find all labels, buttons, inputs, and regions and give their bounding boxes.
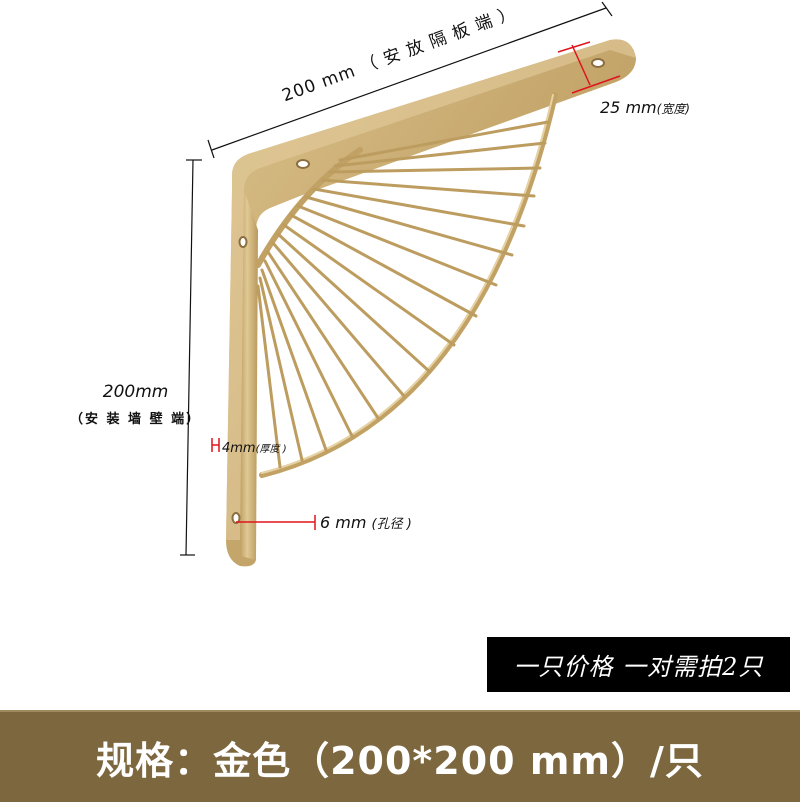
hole-value: 6 mm	[320, 513, 367, 532]
height-value: 200mm	[102, 382, 169, 402]
price-note: 一只价格 一对需拍2只	[513, 653, 764, 681]
hole-note: (孔径 )	[371, 517, 412, 532]
spec-bar: 规格：金色（200*200 mm）/只	[0, 710, 800, 802]
thickness-value: 4mm	[222, 441, 256, 456]
measurement-markers	[211, 41, 621, 530]
height-note: （安 装 墙 壁 端）	[70, 412, 202, 427]
thickness-label: 4mm(厚度 )	[222, 440, 287, 456]
price-note-box: 一只价格 一对需拍2只	[487, 637, 790, 692]
width-note: (宽度)	[656, 102, 690, 116]
thickness-note: (厚度 )	[255, 444, 287, 455]
height-label: 200mm （安 装 墙 壁 端）	[70, 378, 201, 434]
width-value: 25 mm	[600, 98, 657, 117]
spec-text: 规格：金色（200*200 mm）/只	[96, 738, 704, 783]
hole-label: 6 mm (孔径 )	[320, 513, 412, 532]
width-label: 25 mm(宽度)	[600, 98, 690, 117]
bracket-spokes	[256, 120, 550, 469]
dimension-lines	[180, 1, 613, 556]
